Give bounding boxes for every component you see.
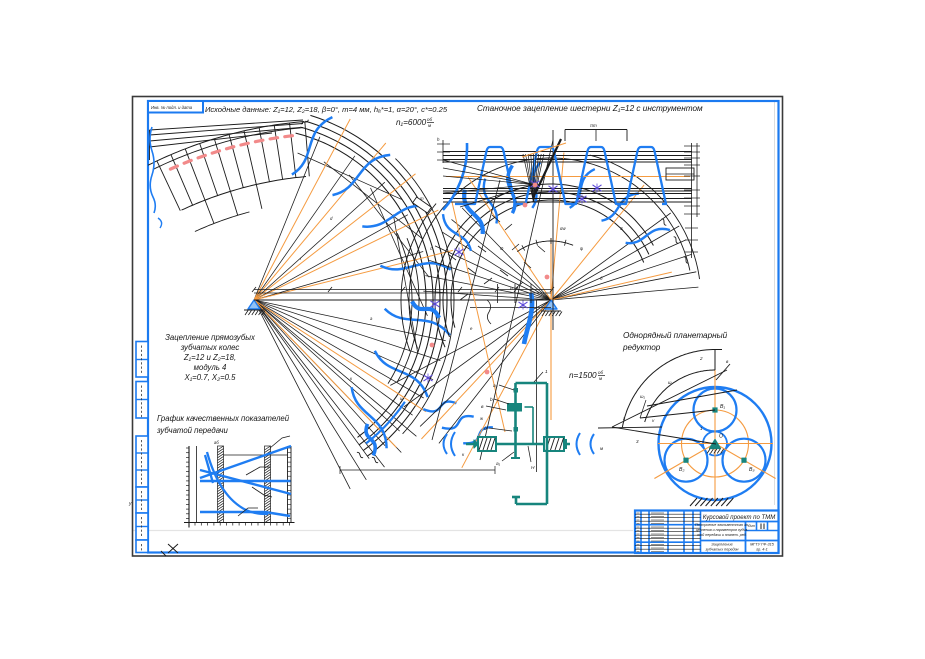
svg-text:б: б <box>600 276 603 281</box>
svg-text:1: 1 <box>545 369 548 375</box>
svg-text:зубчатых передач: зубчатых передач <box>705 548 739 552</box>
svg-text:S: S <box>620 226 623 231</box>
svg-text:об: об <box>427 117 433 122</box>
svg-text:В₃: В₃ <box>749 467 755 473</box>
svg-text:той передачи и планет. ред.: той передачи и планет. ред. <box>697 533 746 537</box>
svg-text:ж: ж <box>479 416 484 421</box>
svg-text:с: с <box>430 246 433 251</box>
svg-text:Построение эвольвентного за-: Построение эвольвентного за- <box>695 523 750 527</box>
svg-text:P: P <box>510 286 513 291</box>
svg-text:м: м <box>428 123 431 128</box>
svg-text:г: г <box>623 416 626 421</box>
svg-text:Зацепление: Зацепление <box>711 543 732 547</box>
svg-text:1: 1 <box>700 426 703 431</box>
svg-text:Лит: Лит <box>747 524 755 528</box>
svg-text:Инв. № подл. и дата: Инв. № подл. и дата <box>151 105 193 110</box>
svg-text:3: 3 <box>636 439 639 444</box>
svg-text:редуктор: редуктор <box>622 343 661 352</box>
svg-text:αw: αw <box>560 226 566 231</box>
svg-text:цепления и параметров зубча-: цепления и параметров зубча- <box>696 528 749 532</box>
svg-text:д: д <box>484 426 487 432</box>
svg-text:О: О <box>719 434 723 440</box>
svg-text:а: а <box>370 316 373 321</box>
svg-text:у: у <box>128 501 132 507</box>
svg-text:к: к <box>462 452 465 457</box>
svg-text:График качественных показателе: График качественных показателей <box>157 414 290 423</box>
svg-text:МГТУ ГФ-315: МГТУ ГФ-315 <box>750 543 775 547</box>
svg-text:Станочное зацепление шестерни: Станочное зацепление шестерни Z₁=12 с ин… <box>477 104 703 113</box>
svg-text:а₁: а₁ <box>496 462 501 467</box>
svg-text:В₁: В₁ <box>720 404 725 410</box>
svg-text:Курсовой проект по ТММ: Курсовой проект по ТММ <box>703 514 775 521</box>
svg-text:Z₁=12 и Z₂=18,: Z₁=12 и Z₂=18, <box>183 353 236 362</box>
svg-text:аб: аб <box>214 440 219 445</box>
svg-text:πm: πm <box>590 123 597 128</box>
svg-text:в: в <box>726 359 729 364</box>
svg-text:гр. 4-1: гр. 4-1 <box>756 548 768 552</box>
svg-text:об: об <box>598 370 604 375</box>
svg-text:к: к <box>350 376 353 381</box>
svg-text:ω: ω <box>668 380 672 385</box>
svg-text:зубчатой передачи: зубчатой передачи <box>156 426 229 435</box>
svg-text:О: О <box>500 246 504 251</box>
svg-text:е: е <box>470 326 473 331</box>
svg-text:в: в <box>481 405 484 410</box>
svg-text:м: м <box>600 446 603 451</box>
svg-text:n₁=6000: n₁=6000 <box>396 118 427 127</box>
svg-text:и: и <box>400 396 403 401</box>
svg-text:b: b <box>490 397 493 403</box>
svg-text:Исходные данные: Z₁=12, Z₂=18,: Исходные данные: Z₁=12, Z₂=18, β=0°, m=4… <box>205 105 448 114</box>
svg-text:m: m <box>420 196 424 201</box>
svg-text:X₁=0.7, X₂=0.5: X₁=0.7, X₂=0.5 <box>184 373 237 382</box>
svg-text:Н: Н <box>531 465 535 471</box>
svg-text:n=1500: n=1500 <box>569 371 597 380</box>
svg-text:а₃: а₃ <box>493 384 498 389</box>
svg-text:зубчатых колес: зубчатых колес <box>180 343 240 352</box>
svg-text:Зацепление прямозубых: Зацепление прямозубых <box>165 333 256 342</box>
svg-text:2: 2 <box>699 356 703 361</box>
svg-text:Однорядный планетарный: Однорядный планетарный <box>623 331 728 340</box>
svg-text:v: v <box>652 418 655 423</box>
svg-text:ω₁: ω₁ <box>640 394 646 399</box>
svg-text:r: r <box>300 256 302 261</box>
svg-text:d: d <box>330 216 333 221</box>
svg-text:h: h <box>437 137 440 142</box>
svg-text:ψ: ψ <box>580 246 584 251</box>
svg-text:м: м <box>599 376 602 381</box>
svg-text:В₂: В₂ <box>679 467 684 473</box>
svg-text:модуль 4: модуль 4 <box>194 363 227 372</box>
